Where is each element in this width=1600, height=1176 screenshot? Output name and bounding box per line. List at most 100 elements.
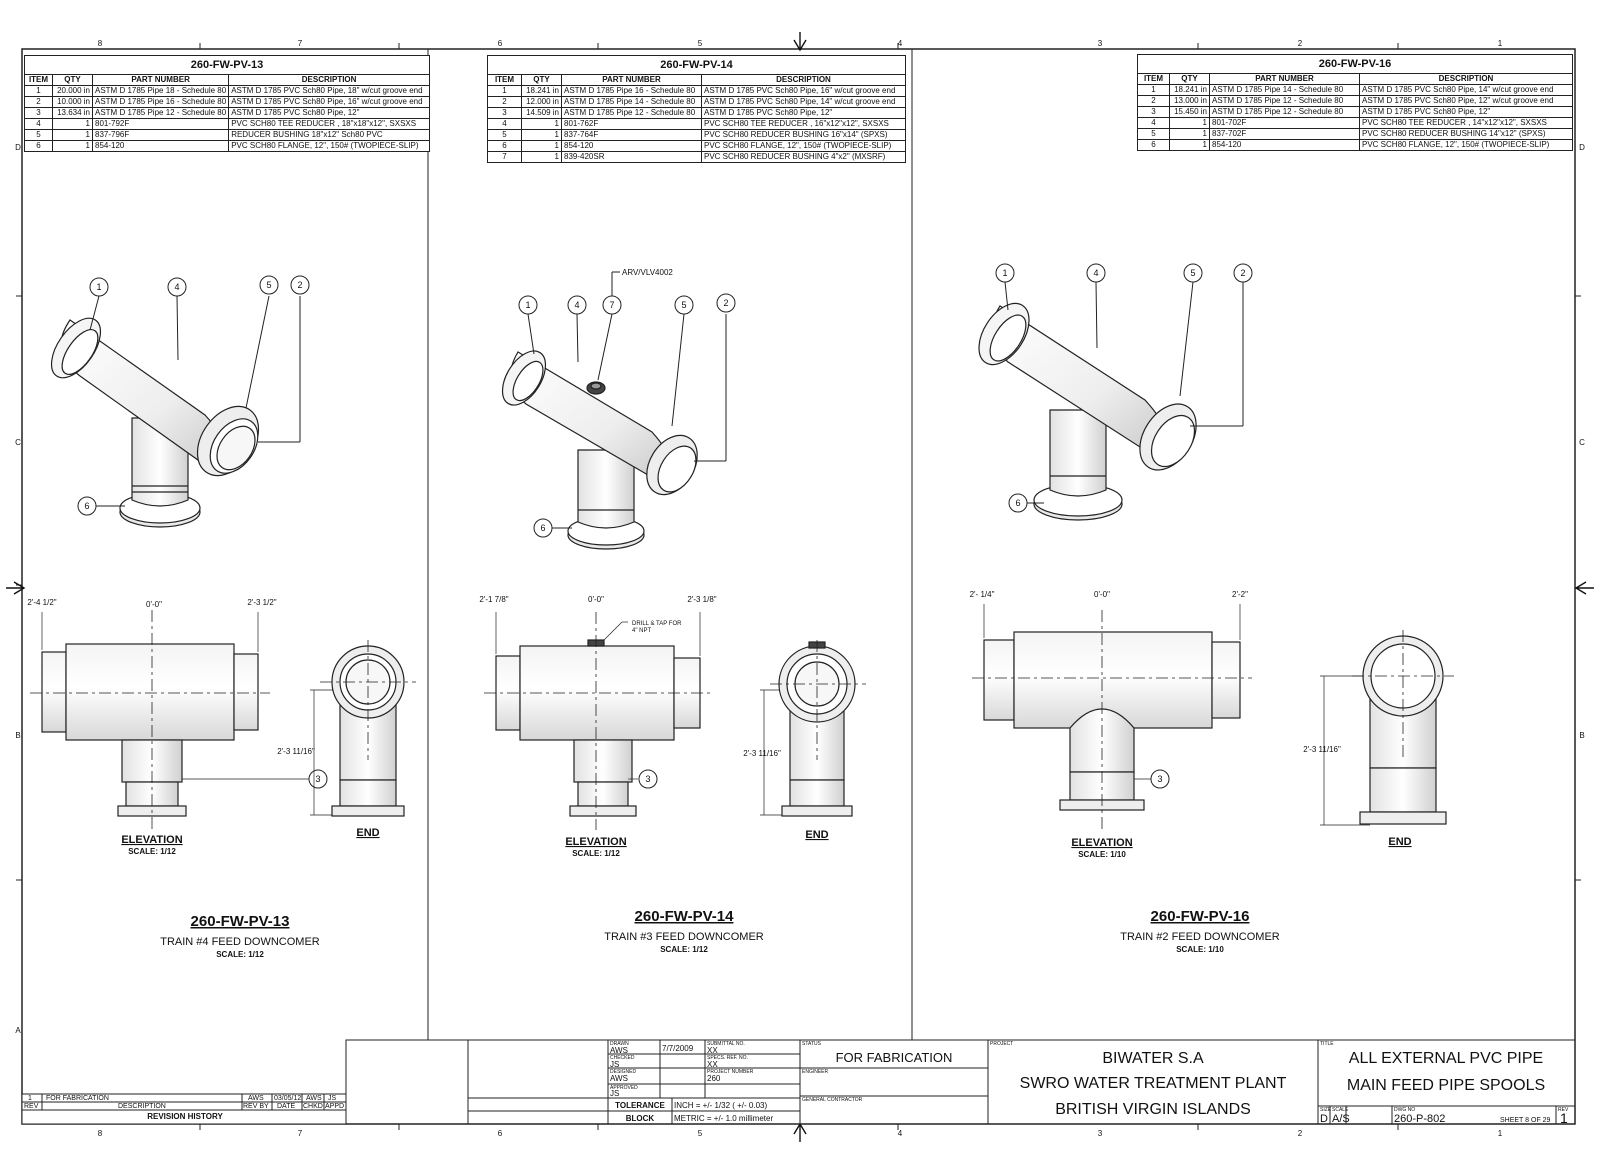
bom-part-number-cell: 801-702F [1209, 117, 1360, 129]
dim-vertical: 2'-3 11/16" [743, 749, 781, 758]
bom-qty-cell: 14.509 in [521, 107, 562, 119]
zone-col-2: 2 [1298, 39, 1303, 48]
bom-part-number-cell: ASTM D 1785 Pipe 14 - Schedule 80 [1209, 84, 1360, 96]
bom-item-cell: 1 [1137, 84, 1170, 96]
approved-value: JS [610, 1089, 619, 1098]
spool-13-iso-callouts [89, 295, 301, 507]
drill-note-2: 4" NPT [632, 628, 651, 634]
bom-item-cell: 3 [487, 107, 522, 119]
tolerance-label-1: TOLERANCE [615, 1101, 665, 1110]
bom-part-number-cell: 837-702F [1209, 128, 1360, 140]
spool-16-scale: SCALE: 1/10 [1176, 945, 1224, 954]
zone-col-4: 4 [898, 39, 903, 48]
bom-description-cell: PVC SCH80 REDUCER BUSHING 16"x14" (SPXS) [701, 129, 906, 141]
dim-center: 0'-0" [588, 595, 604, 604]
spool-13-callout-circles [77, 275, 310, 516]
elevation-label: ELEVATION [121, 834, 182, 846]
bom-part-number-cell: 801-792F [91, 118, 230, 130]
spool-13-scale: SCALE: 1/12 [216, 950, 264, 959]
specs-value: XX [707, 1060, 718, 1069]
rev-row-desc: FOR FABRICATION [46, 1095, 109, 1102]
designed-value: AWS [610, 1074, 628, 1083]
bom-qty-cell: 1 [1169, 128, 1210, 140]
bom-title: 260-FW-PV-14 [487, 55, 906, 75]
bom-description-cell: PVC SCH80 TEE REDUCER , 14"x12"x12", SXS… [1359, 117, 1573, 129]
callout-6: 6 [84, 501, 89, 511]
bom-description-cell: PVC SCH80 REDUCER BUSHING 14"x12" (SPXS) [1359, 128, 1573, 140]
bom-qty-cell: 13.634 in [52, 107, 93, 119]
bom-item-cell: 1 [24, 85, 53, 97]
bom-part-number-cell: 801-762F [561, 118, 702, 130]
drawing-title-1: ALL EXTERNAL PVC PIPE [1349, 1050, 1543, 1067]
zone-labels: 8 7 6 5 4 3 2 1 8 7 6 5 4 3 2 1 D C B A … [15, 39, 1585, 1138]
bom-description-cell: ASTM D 1785 PVC Sch80 Pipe, 14" w/cut gr… [701, 96, 906, 108]
bom-qty-cell: 1 [521, 140, 562, 152]
zone-row-c-right: C [1579, 438, 1585, 447]
callout-3: 3 [1157, 774, 1162, 784]
bom-qty-cell: 1 [521, 118, 562, 130]
bom-item-cell: 4 [487, 118, 522, 130]
dim-right: 2'-3 1/8" [687, 595, 716, 604]
zone-col-3-bottom: 3 [1098, 1129, 1103, 1138]
callout-1: 1 [1002, 268, 1007, 278]
drill-note-1: DRILL & TAP FOR [632, 621, 682, 627]
spool-16-title: 260-FW-PV-16 [1151, 908, 1250, 925]
col-item: ITEM [487, 74, 522, 86]
dim-right: 2'-2" [1232, 590, 1248, 599]
bom-part-number-cell: 854-120 [91, 140, 230, 152]
bom-part-number-cell: ASTM D 1785 Pipe 12 - Schedule 80 [1209, 106, 1360, 118]
zone-col-8: 8 [98, 39, 103, 48]
drawing-number: 260-P-802 [1394, 1113, 1445, 1125]
bom-description-cell: PVC SCH80 TEE REDUCER , 18"x18"x12", SXS… [228, 118, 430, 130]
project-line-3: BRITISH VIRGIN ISLANDS [1055, 1101, 1251, 1118]
bom-item-cell: 7 [487, 151, 522, 163]
rev-head-chkd: CHKD [303, 1103, 323, 1110]
bom-description-cell: ASTM D 1785 PVC Sch80 Pipe, 12" [1359, 106, 1573, 118]
status-value: FOR FABRICATION [836, 1050, 953, 1065]
arv-label: ARV/VLV4002 [622, 268, 673, 277]
spool-16-drawing: 1 4 5 2 6 2'- 1/4" 0'-0" 2'-2" 3 [970, 263, 1454, 954]
revision-history-title: REVISION HISTORY [147, 1112, 223, 1121]
callout-3: 3 [315, 774, 320, 784]
project-line-1: BIWATER S.A [1102, 1050, 1204, 1067]
spool-16-subtitle: TRAIN #2 FEED DOWNCOMER [1120, 931, 1280, 943]
rev-value: 1 [1560, 1110, 1568, 1126]
zone-row-a: A [15, 1026, 21, 1035]
zone-row-d-right: D [1579, 143, 1585, 152]
spool-13-elevation-labels: 2'-4 1/2" 0'-0" 2'-3 1/2" [27, 598, 276, 609]
bom-title: 260-FW-PV-13 [24, 55, 430, 75]
dim-vertical: 2'-3 11/16" [277, 747, 315, 756]
callout-4: 4 [1093, 268, 1098, 278]
rev-row-chkd: AWS [306, 1095, 322, 1102]
bom-description-cell: ASTM D 1785 PVC Sch80 Pipe, 14" w/cut gr… [1359, 84, 1573, 96]
dim-vertical: 2'-3 11/16" [1303, 745, 1341, 754]
spool-14-elevation [484, 612, 712, 830]
bom-qty-cell: 20.000 in [52, 85, 93, 97]
date-value: 7/7/2009 [662, 1044, 694, 1053]
approved-label: APPROVED [610, 1085, 638, 1091]
drawing-title-2: MAIN FEED PIPE SPOOLS [1347, 1077, 1545, 1094]
rev-head-by: REV BY [243, 1103, 269, 1110]
scale-label: SCALE [1332, 1107, 1349, 1113]
spool-16-end-view [1320, 630, 1454, 826]
zone-col-3: 3 [1098, 39, 1103, 48]
sheet-border [21, 48, 1576, 1125]
bom-item-cell: 2 [24, 96, 53, 108]
zone-col-5: 5 [698, 39, 703, 48]
zone-col-4-bottom: 4 [898, 1129, 903, 1138]
callout-2: 2 [723, 298, 728, 308]
bom-item-cell: 2 [1137, 95, 1170, 107]
bom-item-cell: 6 [24, 140, 53, 152]
bom-part-number-cell: 837-764F [561, 129, 702, 141]
bom-description-cell: REDUCER BUSHING 18"x12" Sch80 PVC [228, 129, 430, 141]
bom-item-cell: 5 [1137, 128, 1170, 140]
drawn-label: DRAWN [610, 1041, 629, 1047]
